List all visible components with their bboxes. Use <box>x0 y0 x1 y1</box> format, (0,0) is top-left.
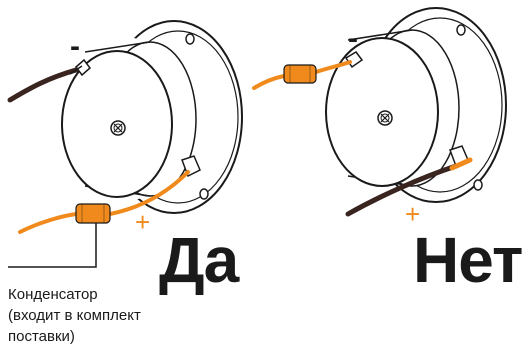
tweeter-right-hole-top <box>456 24 466 36</box>
capacitor-caption-line3: поставки) <box>8 328 75 345</box>
negative-sign-right: - <box>348 22 358 55</box>
tweeter-left-hole-bottom <box>199 188 209 200</box>
capacitor-caption: Конденсатор (входит в комплект поставки) <box>8 284 141 347</box>
positive-sign-left: + <box>135 207 151 237</box>
wire-right-negative <box>252 60 352 90</box>
capacitor-icon <box>75 203 111 224</box>
tweeter-right <box>325 7 507 203</box>
capacitor-leader-line <box>8 223 97 268</box>
wire-right-positive <box>345 163 459 217</box>
negative-sign-left: - <box>70 30 80 63</box>
tweeter-left <box>61 20 243 214</box>
tweeter-left-screw-icon <box>110 120 126 136</box>
label-no: Нет <box>413 224 523 296</box>
wire-left-negative <box>7 67 79 103</box>
tweeter-right-screw-icon <box>377 110 393 126</box>
positive-sign-right: + <box>405 199 421 229</box>
capacitor-caption-line1: Конденсатор <box>8 286 98 303</box>
tweeter-left-hole-top <box>185 33 195 45</box>
wire-right-positive-tip <box>449 157 473 171</box>
label-yes: Да <box>159 224 239 296</box>
capacitor-caption-line2: (входит в комплект <box>8 307 141 324</box>
tweeter-left-terminal-negative <box>74 58 92 77</box>
capacitor-right-icon <box>283 64 317 84</box>
wire-left-positive <box>18 170 190 234</box>
tweeter-right-hole-bottom <box>473 179 483 191</box>
